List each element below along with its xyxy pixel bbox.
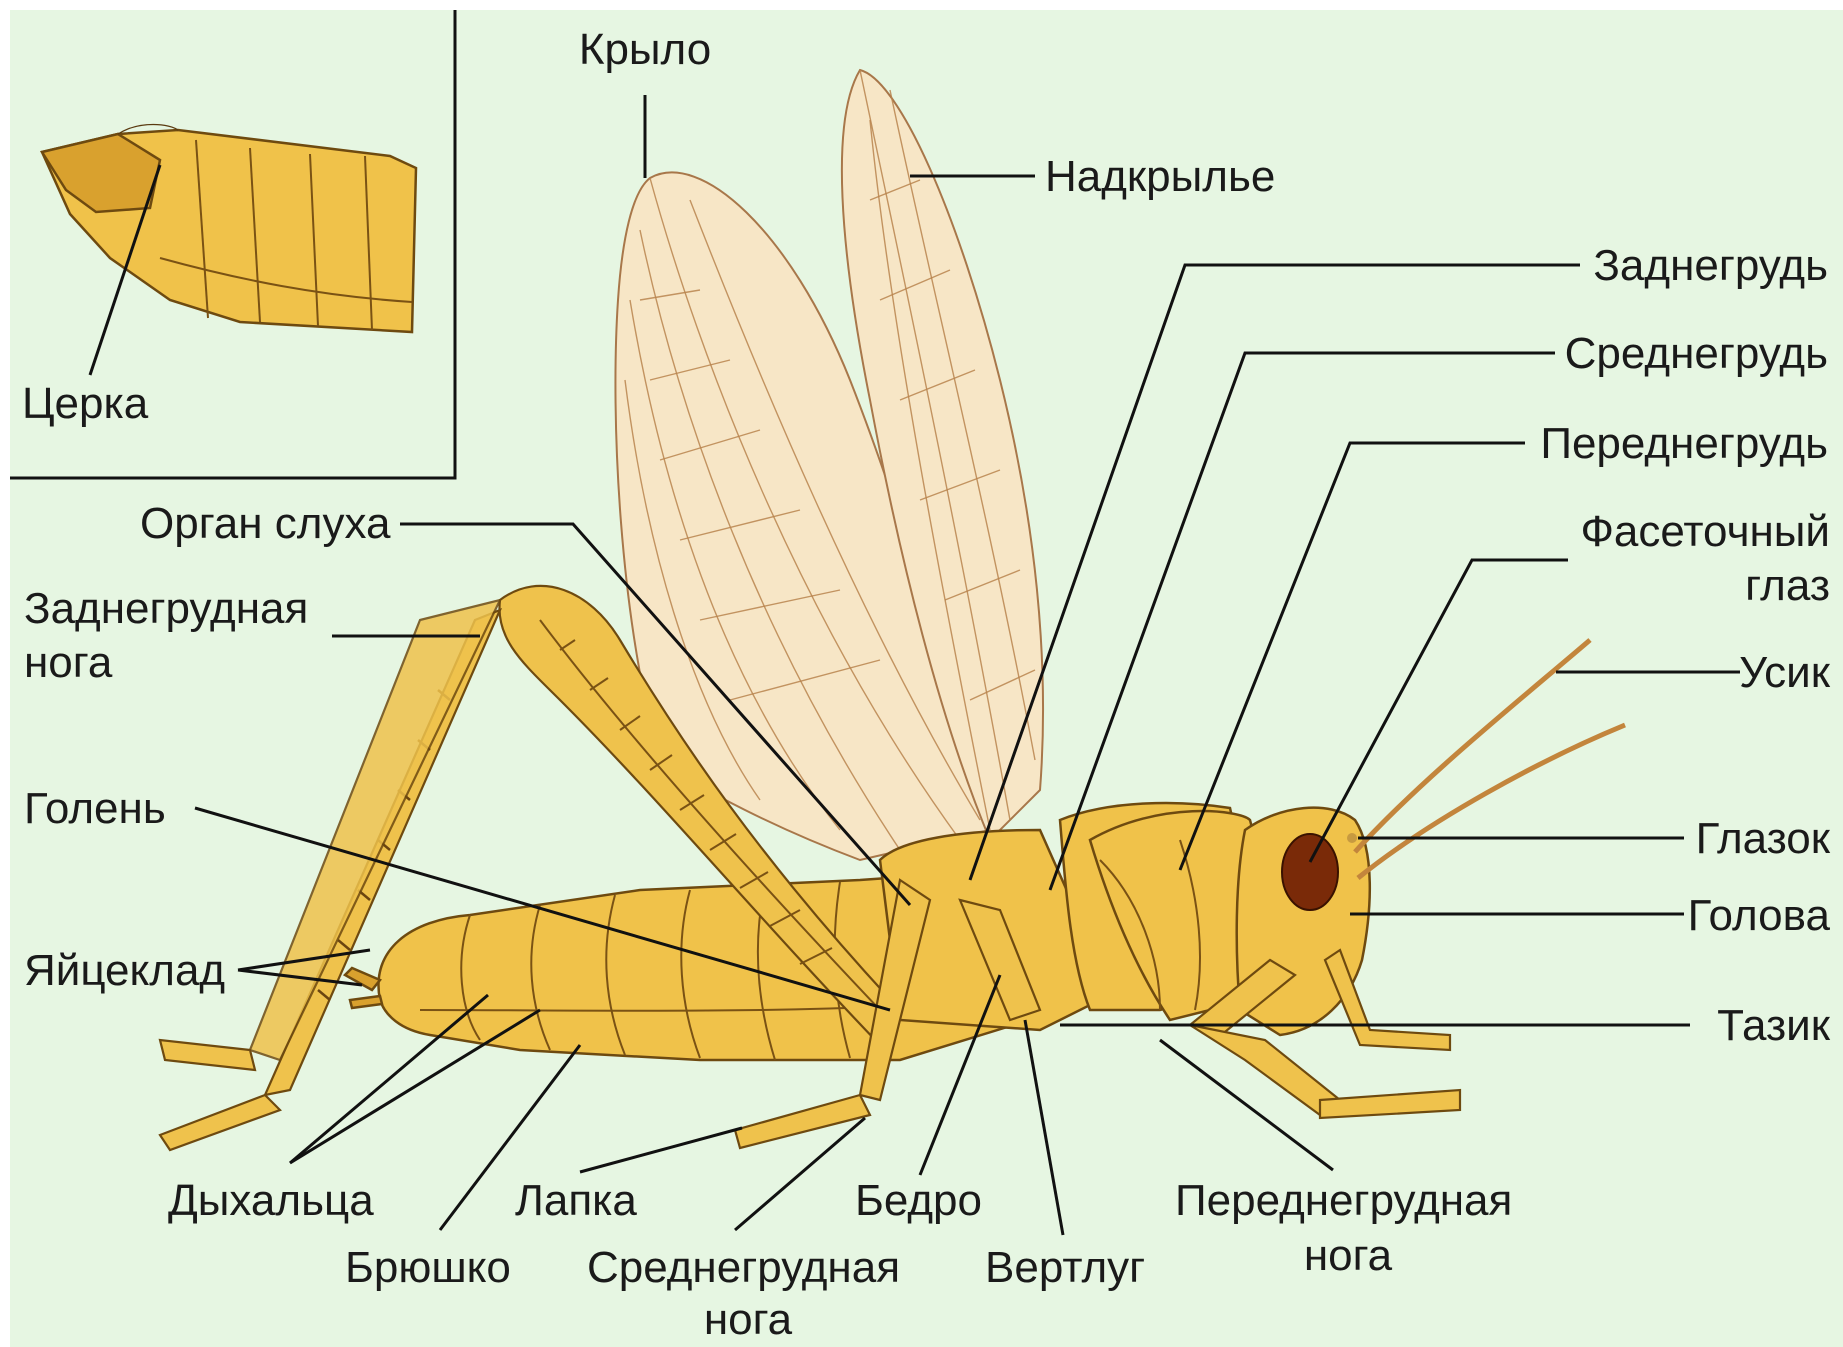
middle-leg-label-line1: Среднегрудная	[587, 1243, 900, 1292]
thorax	[880, 803, 1270, 1030]
fore-leg-label-line2: нога	[1304, 1231, 1393, 1280]
cercus-label: Церка	[22, 379, 149, 428]
middle-leg-label-line2: нога	[704, 1295, 793, 1344]
ocellus-label: Глазок	[1696, 814, 1831, 863]
hearing-organ-label: Орган слуха	[140, 499, 391, 548]
compound-eye	[1282, 834, 1338, 910]
wing-label: Крыло	[579, 25, 711, 74]
compound-eye-label-line2: глаз	[1745, 561, 1830, 610]
hind-leg-label-line1: Заднегрудная	[24, 584, 308, 633]
abdomen-label: Брюшко	[345, 1243, 511, 1292]
elytron-label: Надкрылье	[1045, 152, 1275, 201]
femur-label: Бедро	[855, 1176, 982, 1225]
prothorax-label: Переднегрудь	[1540, 419, 1828, 468]
tarsus-label: Лапка	[515, 1176, 637, 1225]
ovipositor-label: Яйцеклад	[24, 946, 225, 995]
head-label: Голова	[1688, 891, 1831, 940]
ocellus-dot	[1347, 833, 1357, 843]
compound-eye-label-line1: Фасеточный	[1580, 507, 1830, 556]
mesothorax-label: Среднегрудь	[1565, 329, 1828, 378]
trochanter-label: Вертлуг	[985, 1243, 1145, 1292]
antenna-label: Усик	[1739, 648, 1831, 697]
metathorax-label: Заднегрудь	[1593, 241, 1828, 290]
fore-leg-label-line1: Переднегрудная	[1175, 1176, 1512, 1225]
coxa-label: Тазик	[1717, 1001, 1831, 1050]
spiracles-label: Дыхальца	[168, 1176, 374, 1225]
hind-leg-label-line2: нога	[24, 638, 113, 687]
tibia-label: Голень	[24, 784, 166, 833]
